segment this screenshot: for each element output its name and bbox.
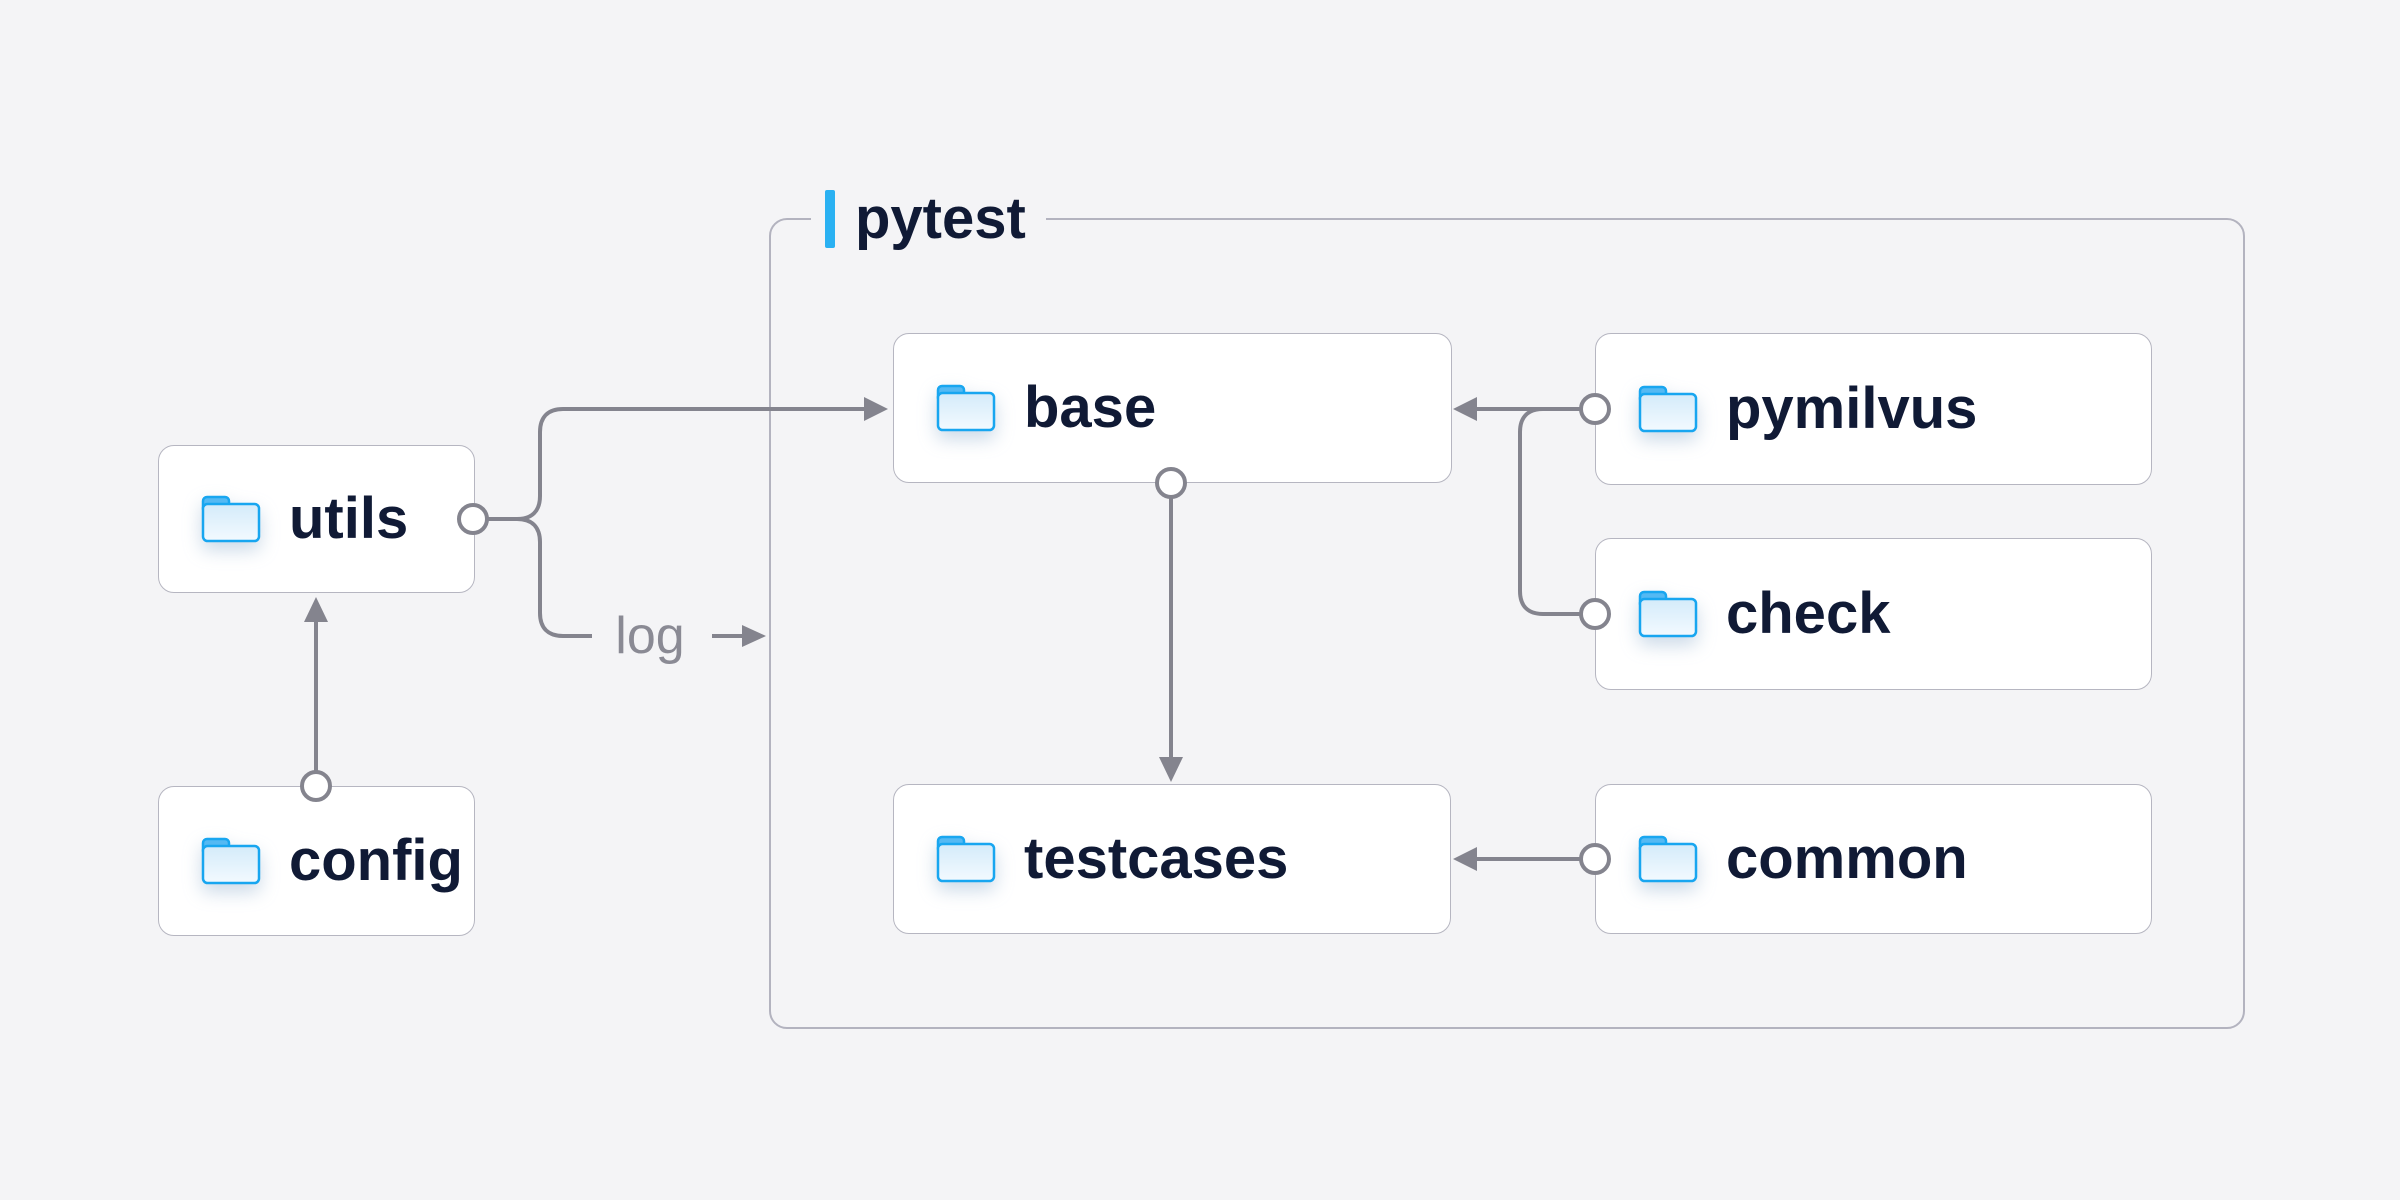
node-common: common xyxy=(1595,784,2152,934)
node-label: pymilvus xyxy=(1726,376,1978,441)
folder-icon xyxy=(201,495,261,543)
node-label: utils xyxy=(289,486,409,551)
pytest-group-container: pytest xyxy=(769,186,2245,1029)
folder-icon xyxy=(936,384,996,432)
folder-icon xyxy=(1638,590,1698,638)
node-label: check xyxy=(1726,581,1891,646)
node-testcases: testcases xyxy=(893,784,1451,934)
accent-bar-icon xyxy=(825,190,835,248)
node-label: config xyxy=(289,828,463,893)
node-label: base xyxy=(1024,375,1157,440)
node-label: common xyxy=(1726,826,1968,891)
pytest-group-title: pytest xyxy=(855,186,1026,251)
pytest-group-label: pytest xyxy=(811,186,1046,252)
edge-label-log: log xyxy=(615,607,684,665)
edge-utils-log xyxy=(516,517,592,638)
folder-icon xyxy=(201,837,261,885)
node-config: config xyxy=(158,786,475,936)
arrowhead-into-pytest-container xyxy=(742,625,766,647)
folder-icon xyxy=(1638,385,1698,433)
node-base: base xyxy=(893,333,1452,483)
node-label: testcases xyxy=(1024,826,1289,891)
folder-icon xyxy=(1638,835,1698,883)
node-pymilvus: pymilvus xyxy=(1595,333,2152,485)
node-utils: utils xyxy=(158,445,475,593)
node-check: check xyxy=(1595,538,2152,690)
arrowhead-into-utils-bottom xyxy=(304,597,328,622)
folder-icon xyxy=(936,835,996,883)
